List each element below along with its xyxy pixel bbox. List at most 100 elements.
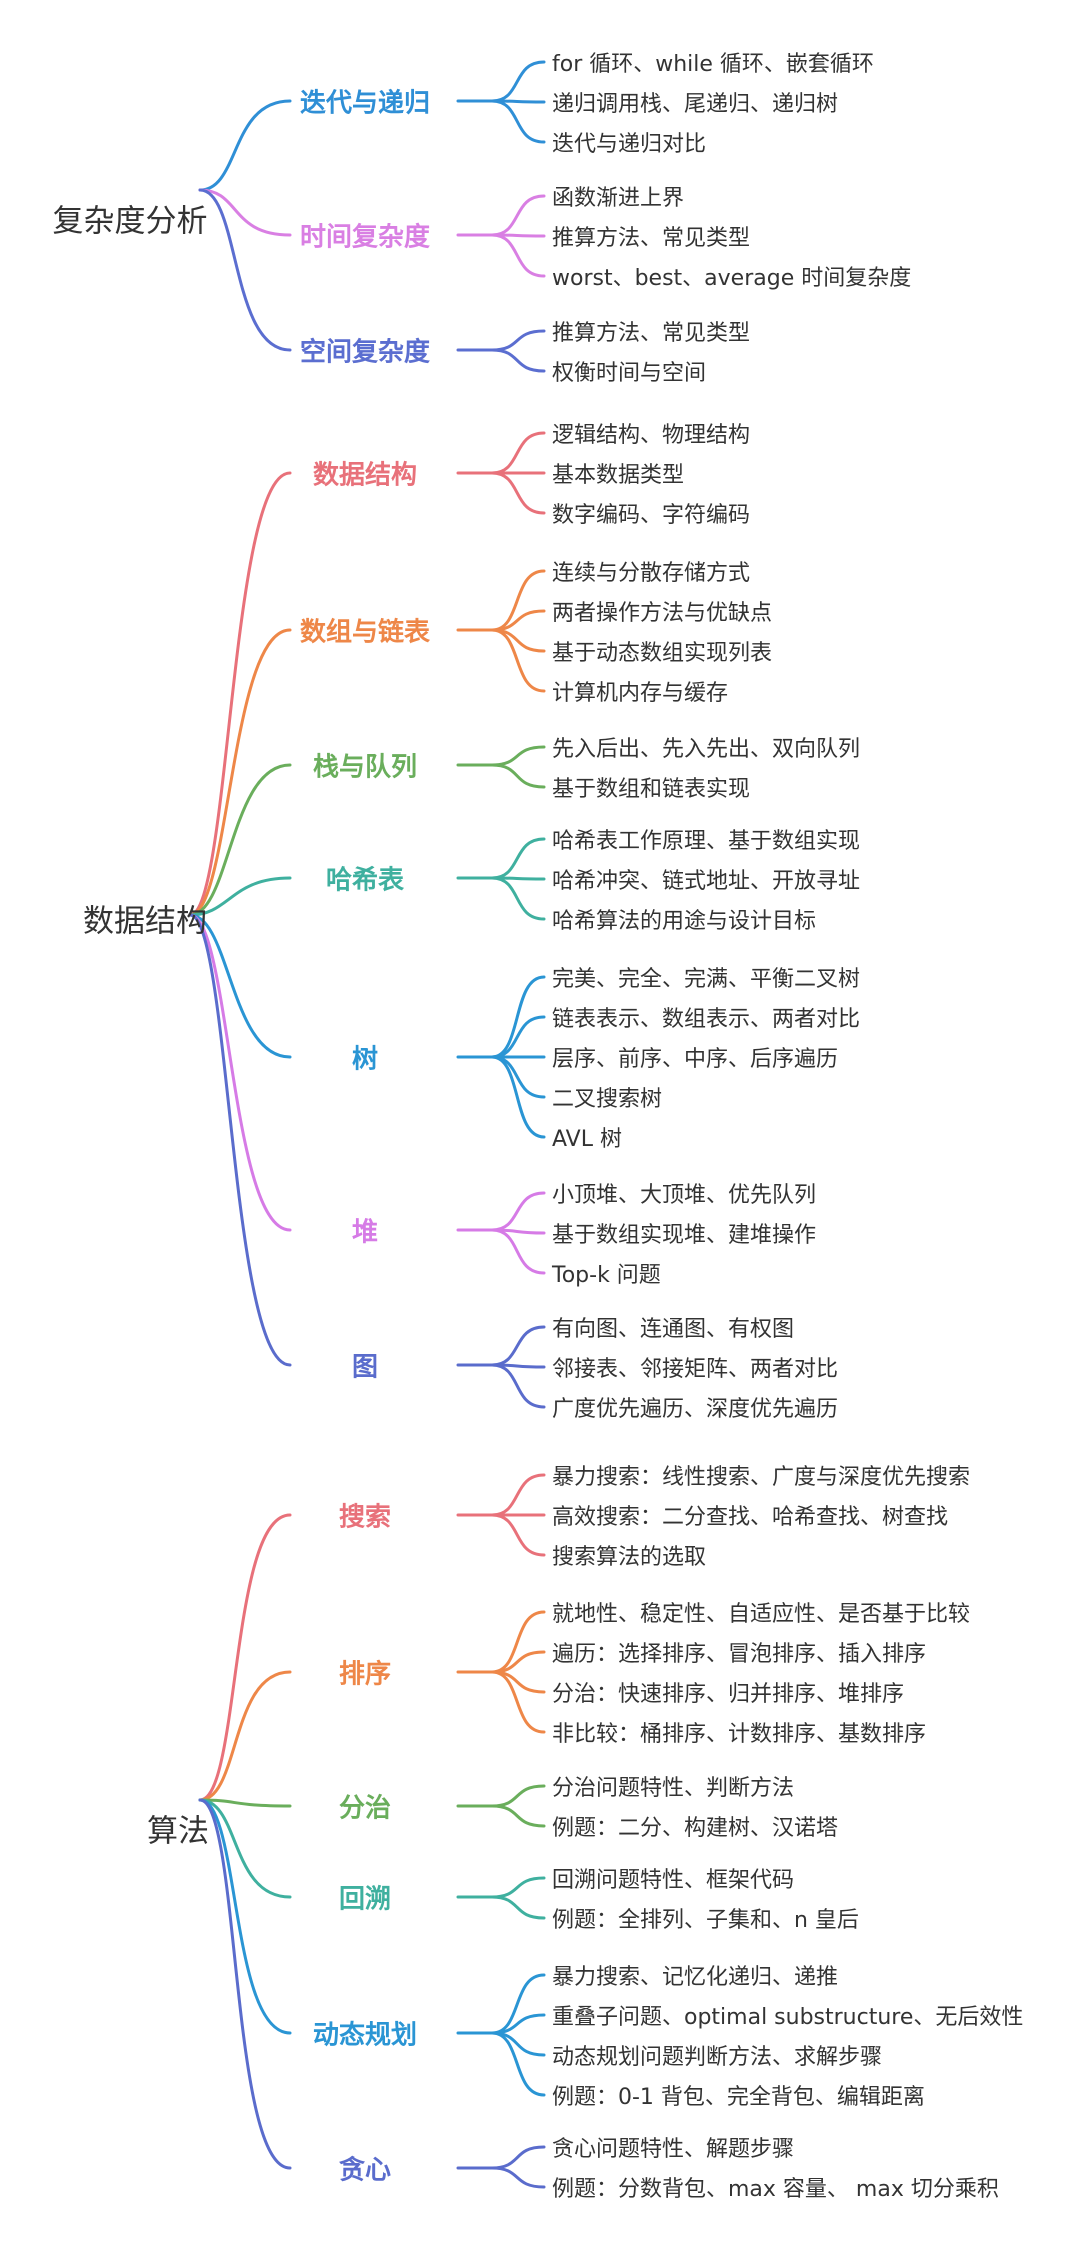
branch-leaf-connector: [490, 194, 546, 237]
root-branch-connector: [198, 1798, 292, 1899]
leaf-node: 二叉搜索树: [552, 1087, 663, 1112]
branch-leaf-connector: [490, 1015, 546, 1059]
branch-node: 数组与链表: [299, 617, 431, 648]
branch-leaf-connector: [490, 1804, 546, 1828]
root-branch-connector: [188, 628, 292, 917]
root-branch-connector: [188, 913, 292, 1059]
leaf-node: 回溯问题特性、框架代码: [552, 1868, 795, 1893]
branch-leaf-connector: [490, 2166, 546, 2189]
branch-leaf-connector: [490, 99, 546, 144]
leaf-node: 暴力搜索、记忆化递归、递推: [552, 1965, 839, 1990]
branch-node: 时间复杂度: [299, 222, 431, 253]
leaf-node: 递归调用栈、尾递归、递归树: [552, 92, 839, 117]
branch-node: 图: [351, 1352, 379, 1383]
leaf-node: 完美、完全、完满、平衡二叉树: [552, 967, 861, 992]
leaf-node: 函数渐进上界: [552, 186, 685, 211]
branch-node: 动态规划: [312, 2020, 418, 2051]
root-branch-connector: [198, 99, 292, 192]
leaf-node: 推算方法、常见类型: [552, 321, 751, 346]
leaf-node: 非比较：桶排序、计数排序、基数排序: [552, 1722, 927, 1747]
branch-node: 贪心: [338, 2155, 392, 2186]
branch-node: 分治: [338, 1793, 392, 1824]
branch-leaf-connector: [490, 431, 546, 475]
branch-leaf-connector: [490, 2031, 546, 2097]
branch-node: 栈与队列: [312, 752, 418, 783]
root-branch-connector: [198, 1798, 292, 1808]
root-node: 复杂度分析: [52, 203, 208, 240]
leaf-node: 重叠子问题、optimal substructure、无后效性: [552, 2005, 1024, 2030]
leaf-node: for 循环、while 循环、嵌套循环: [552, 52, 874, 77]
branch-leaf-connector: [490, 60, 546, 103]
branch-leaf-connector: [490, 1610, 546, 1674]
branch-leaf-connector: [490, 2145, 546, 2170]
leaf-node: worst、best、average 时间复杂度: [552, 266, 912, 291]
branch-node: 排序: [338, 1659, 392, 1690]
branch-leaf-connector: [490, 1670, 546, 1734]
branch-node: 树: [351, 1044, 379, 1075]
branch-node: 回溯: [338, 1884, 392, 1915]
leaf-node: 连续与分散存储方式: [552, 561, 751, 586]
leaf-node: 计算机内存与缓存: [552, 681, 729, 706]
branch-leaf-connector: [490, 745, 546, 767]
leaf-node: 分治问题特性、判断方法: [552, 1776, 795, 1801]
branch-leaf-connector: [490, 876, 546, 921]
branch-node: 空间复杂度: [299, 337, 431, 368]
root-node: 算法: [147, 1813, 209, 1850]
branch-leaf-connector: [490, 975, 546, 1059]
branch-leaf-connector: [490, 1228, 546, 1275]
root-branch-connector: [198, 188, 292, 352]
root-branch-connector: [198, 1670, 292, 1802]
leaf-node: 遍历：选择排序、冒泡排序、插入排序: [552, 1642, 927, 1667]
leaf-node: 动态规划问题判断方法、求解步骤: [552, 2045, 883, 2070]
leaf-node: 基于动态数组实现列表: [552, 641, 773, 666]
branch-leaf-connector: [490, 1876, 546, 1899]
leaf-node: 有向图、连通图、有权图: [552, 1317, 795, 1342]
branch-leaf-connector: [490, 329, 546, 352]
root-branch-connector: [188, 763, 292, 917]
branch-leaf-connector: [490, 628, 546, 693]
root-branch-connector: [198, 188, 292, 237]
branch-leaf-connector: [490, 1363, 546, 1409]
leaf-node: 分治：快速排序、归并排序、堆排序: [552, 1682, 905, 1707]
leaf-node: 例题：二分、构建树、汉诺塔: [552, 1816, 839, 1841]
leaf-node: AVL 树: [552, 1127, 622, 1152]
leaf-node: 迭代与递归对比: [552, 132, 707, 157]
branch-node: 数据结构: [312, 460, 418, 491]
branch-leaf-connector: [490, 763, 546, 789]
root-branch-connector: [198, 1513, 292, 1802]
branch-node: 搜索: [338, 1502, 392, 1533]
leaf-node: Top-k 问题: [552, 1263, 661, 1288]
branch-leaf-connector: [490, 569, 546, 632]
branch-leaf-connector: [490, 233, 546, 278]
branch-leaf-connector: [490, 837, 546, 880]
leaf-node: 基本数据类型: [552, 463, 685, 488]
leaf-node: 广度优先遍历、深度优先遍历: [552, 1397, 839, 1422]
leaf-node: 哈希表工作原理、基于数组实现: [552, 829, 861, 854]
branch-leaf-connector: [490, 1191, 546, 1232]
branch-leaf-connector: [490, 1473, 546, 1517]
leaf-node: 搜索算法的选取: [552, 1545, 707, 1570]
leaf-node: 两者操作方法与优缺点: [552, 601, 773, 626]
leaf-node: 例题：分数背包、max 容量、 max 切分乘积: [552, 2177, 999, 2202]
branch-leaf-connector: [490, 1055, 546, 1099]
root-branch-connector: [198, 1798, 292, 2035]
branch-leaf-connector: [490, 1325, 546, 1367]
leaf-node: 数字编码、字符编码: [552, 503, 751, 528]
leaf-node: 基于数组实现堆、建堆操作: [552, 1223, 817, 1248]
leaf-node: 逻辑结构、物理结构: [552, 423, 751, 448]
leaf-node: 哈希冲突、链式地址、开放寻址: [552, 869, 861, 894]
leaf-node: 哈希算法的用途与设计目标: [552, 909, 817, 934]
leaf-node: 就地性、稳定性、自适应性、是否基于比较: [552, 1602, 971, 1627]
leaf-node: 贪心问题特性、解题步骤: [552, 2137, 795, 2162]
branch-leaf-connector: [490, 348, 546, 373]
branch-leaf-connector: [490, 1895, 546, 1920]
leaf-node: 链表表示、数组表示、两者对比: [552, 1007, 861, 1032]
root-node: 数据结构: [83, 903, 207, 940]
leaf-node: 推算方法、常见类型: [552, 226, 751, 251]
leaf-node: 暴力搜索：线性搜索、广度与深度优先搜索: [552, 1465, 971, 1490]
branch-node: 哈希表: [325, 865, 405, 896]
root-branch-connector: [188, 471, 292, 917]
branch-leaf-connector: [490, 471, 546, 515]
